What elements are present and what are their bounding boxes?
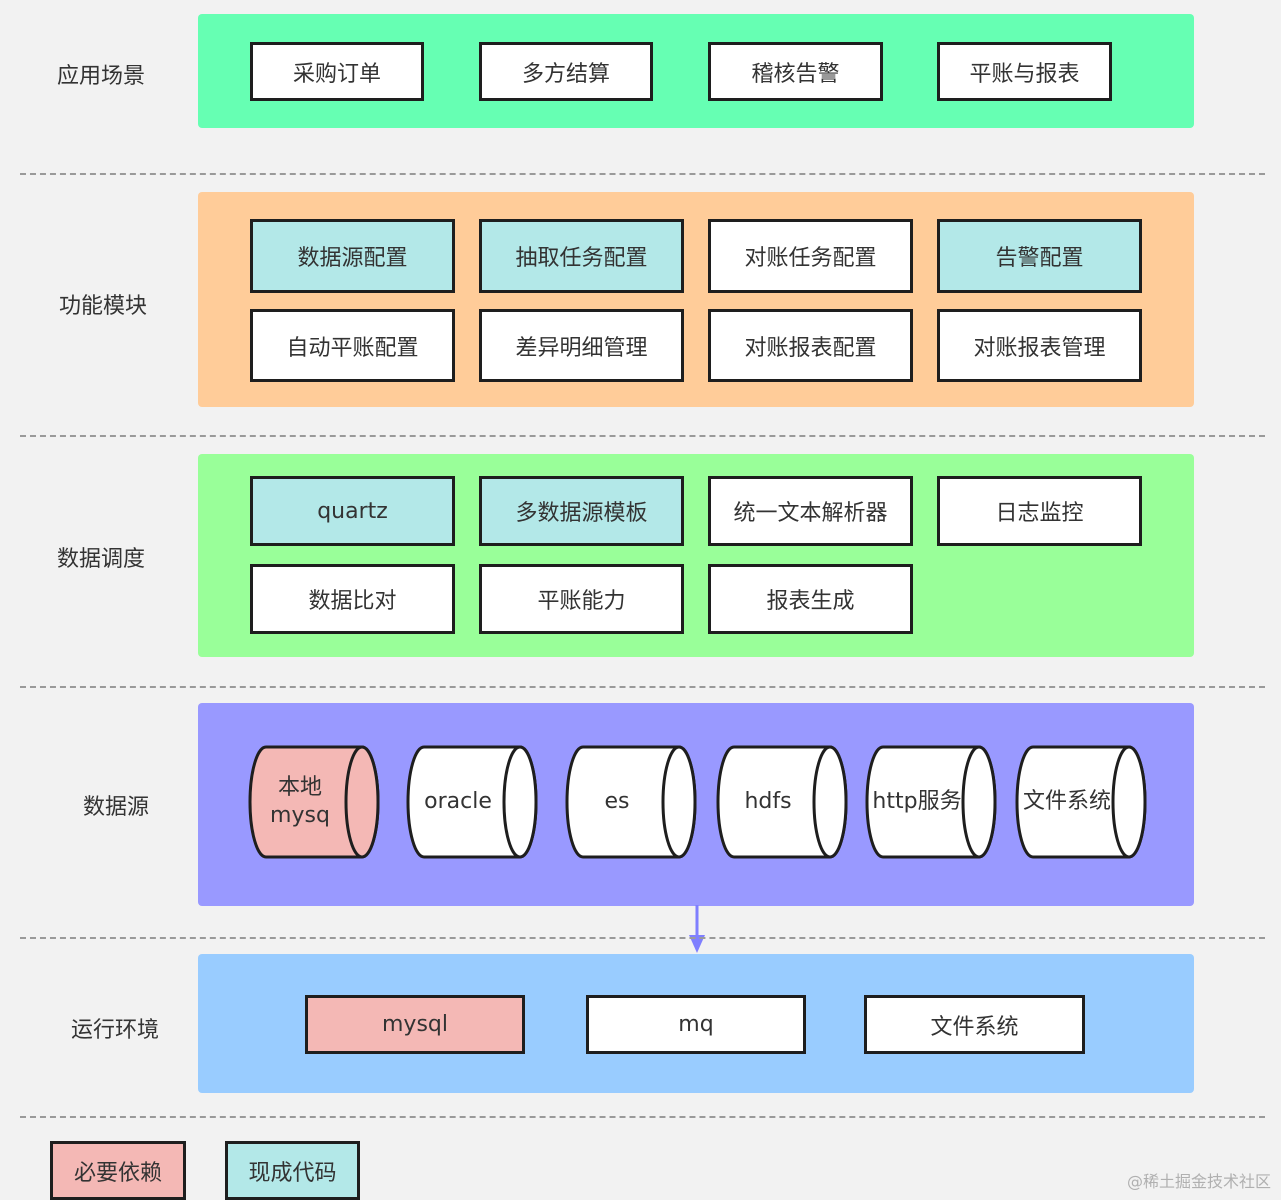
layer-divider (20, 435, 1265, 437)
cylinder-shape (1015, 745, 1147, 859)
runtime-box: 文件系统 (864, 995, 1085, 1054)
schedule-panel: quartz 多数据源模板 统一文本解析器 日志监控 数据比对 平账能力 报表生… (198, 454, 1194, 657)
layer-label-runtime: 运行环境 (71, 1018, 160, 1043)
layer-divider (20, 686, 1265, 688)
legend-existing-code: 现成代码 (225, 1141, 360, 1200)
scene-box: 稽核告警 (708, 42, 883, 101)
cylinder-label-line: mysq (270, 803, 330, 828)
cylinder-label-line: 本地 (277, 775, 322, 800)
cylinder-shape (865, 745, 997, 859)
function-panel: 数据源配置 抽取任务配置 对账任务配置 告警配置 自动平账配置 差异明细管理 对… (198, 192, 1194, 407)
legend-required-dependency: 必要依赖 (50, 1141, 186, 1200)
cylinder-label: http服务 (869, 745, 965, 859)
schedule-box: 平账能力 (479, 564, 684, 634)
cylinder-label-line: oracle (424, 789, 492, 814)
layer-divider (20, 1116, 1265, 1118)
function-box: 对账报表配置 (708, 309, 913, 382)
layer-divider (20, 937, 1265, 939)
datasource-cylinder: 文件系统 (1015, 745, 1147, 859)
cylinder-shape (248, 745, 380, 859)
function-box: 对账报表管理 (937, 309, 1142, 382)
cylinder-label: hdfs (720, 745, 816, 859)
arrow-down (689, 905, 705, 953)
layer-label-function: 功能模块 (59, 294, 148, 319)
function-box: 数据源配置 (250, 219, 455, 293)
cylinder-label: 文件系统 (1019, 745, 1115, 859)
schedule-box: 报表生成 (708, 564, 913, 634)
layer-label-scene: 应用场景 (57, 64, 146, 89)
datasource-cylinder: es (565, 745, 697, 859)
function-box: 自动平账配置 (250, 309, 455, 382)
cylinder-shape (716, 745, 848, 859)
function-box: 抽取任务配置 (479, 219, 684, 293)
scene-box: 采购订单 (250, 42, 424, 101)
cylinder-label-line: http服务 (872, 789, 962, 814)
datasource-cylinder: 本地 mysq (248, 745, 380, 859)
cylinder-label-line: hdfs (744, 789, 792, 814)
scene-panel: 采购订单 多方结算 稽核告警 平账与报表 (198, 14, 1194, 128)
schedule-box: quartz (250, 476, 455, 546)
cylinder-label: 本地 mysq (252, 745, 348, 859)
datasource-cylinder: oracle (406, 745, 538, 859)
function-box: 对账任务配置 (708, 219, 913, 293)
cylinder-label-line: 文件系统 (1022, 789, 1111, 814)
schedule-box: 多数据源模板 (479, 476, 684, 546)
runtime-panel: mysql mq 文件系统 (198, 954, 1194, 1093)
schedule-box: 统一文本解析器 (708, 476, 913, 546)
datasource-cylinder: hdfs (716, 745, 848, 859)
runtime-box: mysql (305, 995, 525, 1054)
datasource-panel: 本地 mysq oracle es hdfs (198, 703, 1194, 906)
layer-label-datasource: 数据源 (83, 795, 150, 820)
function-box: 告警配置 (937, 219, 1142, 293)
layer-divider (20, 173, 1265, 175)
watermark: @稀土掘金技术社区 (1126, 1172, 1271, 1191)
cylinder-shape (565, 745, 697, 859)
scene-box: 平账与报表 (937, 42, 1112, 101)
layer-label-schedule: 数据调度 (57, 547, 146, 572)
function-box: 差异明细管理 (479, 309, 684, 382)
schedule-box: 日志监控 (937, 476, 1142, 546)
cylinder-label: es (569, 745, 665, 859)
schedule-box: 数据比对 (250, 564, 455, 634)
cylinder-label-line: es (604, 789, 630, 814)
scene-box: 多方结算 (479, 42, 653, 101)
cylinder-label: oracle (410, 745, 506, 859)
cylinder-shape (406, 745, 538, 859)
datasource-cylinder: http服务 (865, 745, 997, 859)
runtime-box: mq (586, 995, 806, 1054)
